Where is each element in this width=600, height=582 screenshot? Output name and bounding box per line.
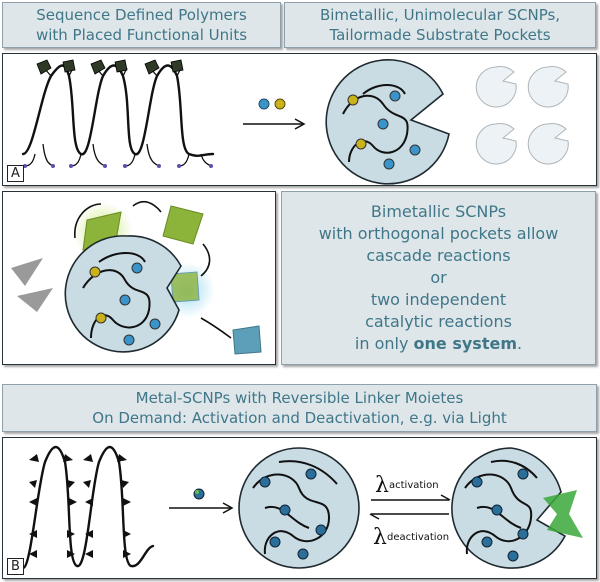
info-line: two independent — [370, 290, 507, 309]
polymer-side-groups — [24, 67, 212, 167]
panel-cascade — [2, 191, 276, 365]
info-line-emphasis: in only one system. — [355, 333, 522, 355]
info-prefix: in only — [354, 334, 414, 353]
cascade-arrows — [74, 200, 232, 339]
functional-units — [36, 59, 184, 75]
banner-line: On Demand: Activation and Deactivation, … — [92, 409, 507, 427]
info-bold: one system — [413, 334, 517, 353]
reaction-arrow — [243, 118, 306, 130]
info-line: or — [430, 268, 447, 287]
faded-scnps — [475, 66, 569, 165]
info-box-bimetallic: Bimetallic SCNPs with orthogonal pockets… — [281, 191, 596, 365]
activation-label: activation — [389, 480, 439, 491]
info-suffix: . — [516, 334, 523, 353]
cascade-illustration — [11, 200, 262, 355]
panel-a-label: A — [7, 165, 24, 182]
banner-line: with Placed Functional Units — [35, 26, 248, 44]
panel-a: A — [2, 53, 597, 186]
scnp-sphere — [325, 59, 450, 185]
linker-arrowheads — [29, 454, 131, 558]
banner-line: Bimetallic, Unimolecular SCNPs, — [319, 6, 561, 24]
banner-line: Sequence Defined Polymers — [36, 6, 247, 24]
equilibrium-arrows — [369, 494, 451, 520]
substrate-triangles — [11, 258, 53, 312]
lambda-deactivation-symbol: λ — [373, 525, 387, 550]
info-line: cascade reactions — [366, 246, 511, 265]
lambda-activation-symbol: λ — [375, 473, 389, 498]
panel-b-illustration: λ activation λ deactivation — [21, 445, 583, 570]
banner-line: Metal-SCNPs with Reversible Linker Moiet… — [135, 389, 464, 407]
scnp-sphere-inactive — [238, 447, 360, 569]
metal-ions — [258, 98, 286, 110]
panel-a-illustration — [21, 59, 569, 185]
scnp-sphere-active — [451, 447, 583, 569]
banner-sequence-defined-polymers: Sequence Defined Polymers with Placed Fu… — [2, 2, 281, 48]
info-line: with orthogonal pockets allow — [318, 224, 559, 243]
panel-b-label: B — [7, 558, 24, 575]
deactivation-label: deactivation — [387, 532, 449, 543]
purple-end-groups — [23, 164, 213, 168]
info-line: Bimetallic SCNPs — [370, 202, 507, 221]
panel-b: λ activation λ deactivation B — [2, 437, 597, 579]
banner-line: Tailormade Substrate Pockets — [329, 26, 551, 44]
arrow-b — [169, 502, 234, 514]
banner-bimetallic-scnps: Bimetallic, Unimolecular SCNPs, Tailorma… — [284, 2, 596, 48]
banner-metal-scnps: Metal-SCNPs with Reversible Linker Moiet… — [2, 384, 597, 432]
polymer-chain-b — [21, 445, 155, 570]
info-line: catalytic reactions — [365, 312, 512, 331]
polymer-chain — [21, 64, 215, 157]
scnp-sphere-cascade — [64, 235, 182, 353]
metal-ion-b — [193, 488, 205, 500]
